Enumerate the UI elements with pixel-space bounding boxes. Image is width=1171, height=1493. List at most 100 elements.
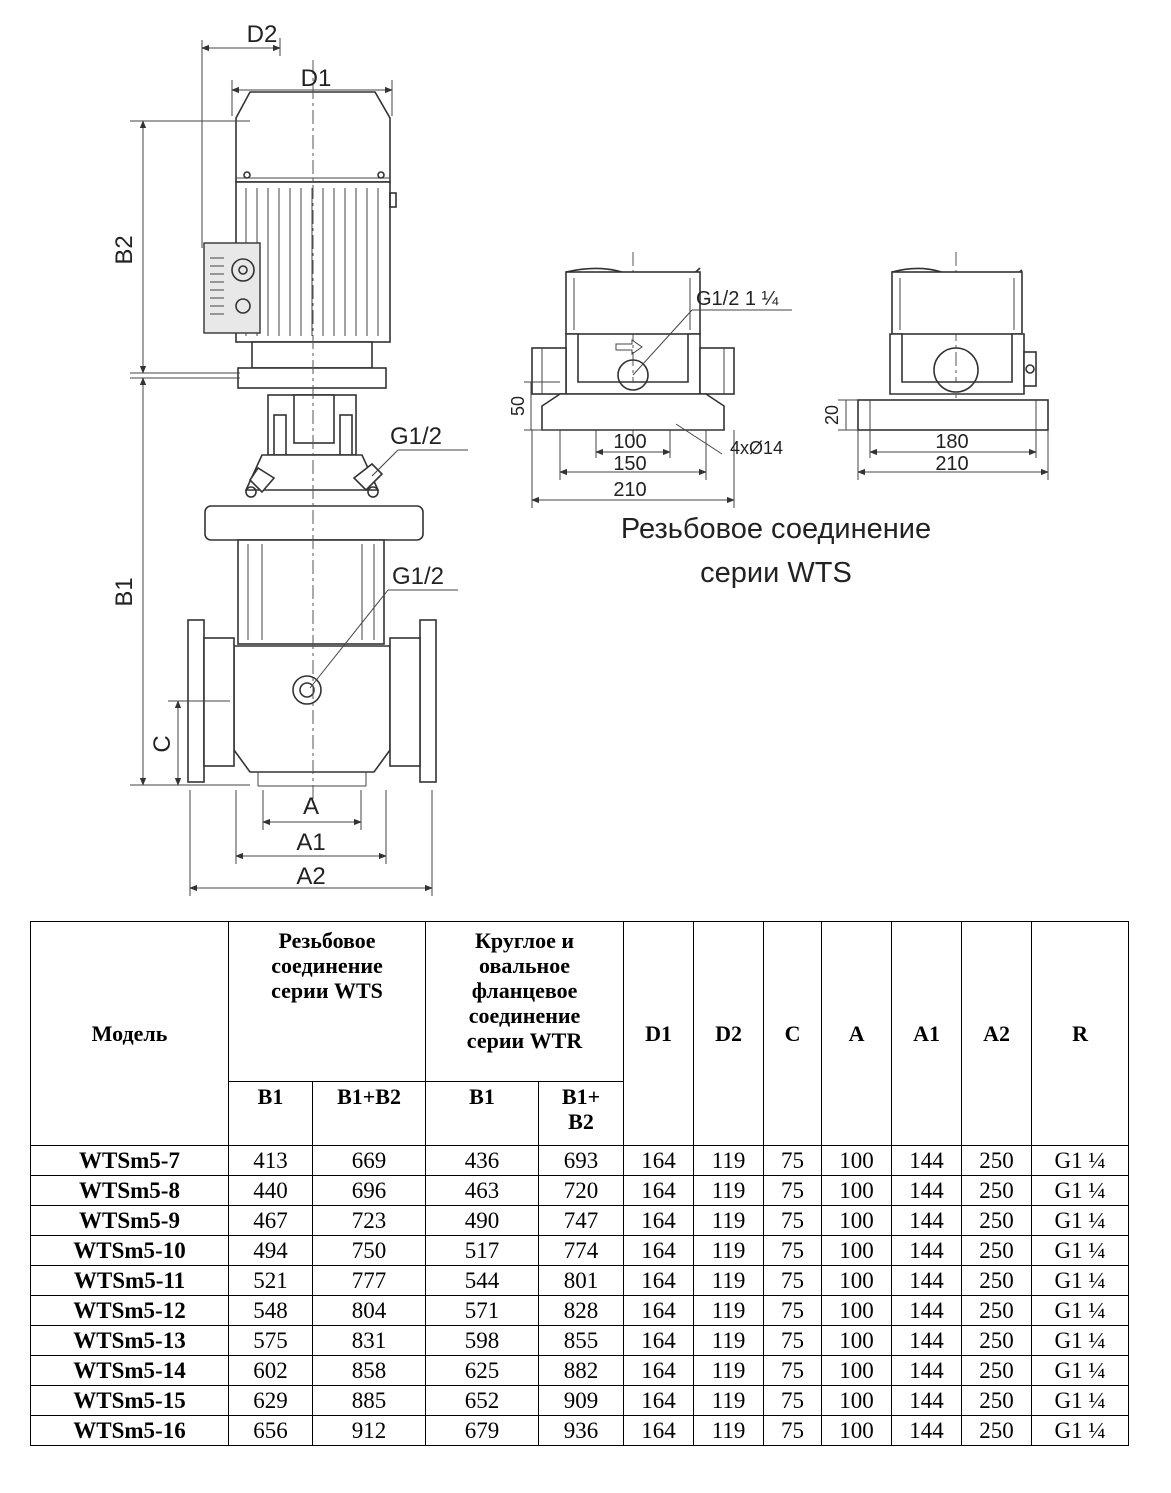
- cell-wts-b1: 467: [228, 1205, 313, 1236]
- cell-wtr-b1b2: 909: [538, 1385, 625, 1416]
- cell-c: 75: [763, 1385, 823, 1416]
- header-wtr-b1b2: B1+ B2: [538, 1081, 625, 1146]
- label-c: C: [149, 735, 176, 752]
- label-height-left: 50: [508, 396, 528, 416]
- cell-r: G1 ¼: [1031, 1325, 1130, 1356]
- caption-line2: серии WTS: [700, 557, 852, 589]
- cell-c: 75: [763, 1265, 823, 1296]
- cell-wtr-b1b2: 882: [538, 1355, 625, 1386]
- cell-r: G1 ¼: [1031, 1205, 1130, 1236]
- cell-d1: 164: [623, 1175, 695, 1206]
- label-port-left: G1/2 1 ¼: [696, 288, 779, 310]
- cell-wtr-b1: 436: [425, 1145, 540, 1176]
- label-a2: A2: [296, 863, 325, 890]
- cell-model: WTSm5-11: [30, 1265, 229, 1296]
- cell-wts-b1b2: 885: [311, 1385, 427, 1416]
- cell-d2: 119: [693, 1205, 765, 1236]
- cell-a: 100: [821, 1295, 893, 1326]
- pump-front-view: [187, 60, 437, 800]
- cell-wts-b1: 656: [228, 1415, 313, 1446]
- cell-wtr-b1: 463: [425, 1175, 540, 1206]
- cell-a: 100: [821, 1265, 893, 1296]
- header-wts-b1b2: B1+B2: [311, 1081, 427, 1146]
- label-a: A: [303, 793, 319, 820]
- cell-model: WTSm5-12: [30, 1295, 229, 1326]
- cell-r: G1 ¼: [1031, 1235, 1130, 1266]
- label-g-top: G1/2: [390, 423, 442, 450]
- cell-wts-b1: 521: [228, 1265, 313, 1296]
- cell-wts-b1b2: 723: [311, 1205, 427, 1236]
- cell-model: WTSm5-8: [30, 1175, 229, 1206]
- cell-a1: 144: [891, 1415, 963, 1446]
- header-c: C: [763, 921, 823, 1146]
- cell-a2: 250: [961, 1385, 1033, 1416]
- cell-wts-b1b2: 858: [311, 1355, 427, 1386]
- cell-wts-b1: 440: [228, 1175, 313, 1206]
- cell-wts-b1: 413: [228, 1145, 313, 1176]
- cell-d1: 164: [623, 1145, 695, 1176]
- label-b1: B1: [111, 577, 138, 606]
- cell-a2: 250: [961, 1295, 1033, 1326]
- cell-d2: 119: [693, 1175, 765, 1206]
- caption-line1: Резьбовое соединение: [621, 513, 931, 545]
- header-wts-group: Резьбовое соединение серии WTS: [227, 921, 427, 1082]
- cell-d2: 119: [693, 1415, 765, 1446]
- header-d2: D2: [693, 921, 765, 1146]
- cell-a1: 144: [891, 1325, 963, 1356]
- header-a: A: [821, 921, 893, 1146]
- cell-wtr-b1: 490: [425, 1205, 540, 1236]
- cell-a1: 144: [891, 1265, 963, 1296]
- cell-a: 100: [821, 1145, 893, 1176]
- cell-a: 100: [821, 1385, 893, 1416]
- cell-d2: 119: [693, 1295, 765, 1326]
- header-a2: A2: [961, 921, 1033, 1146]
- cell-a1: 144: [891, 1145, 963, 1176]
- header-d1: D1: [623, 921, 695, 1146]
- label-d2: D2: [247, 21, 278, 48]
- cell-wts-b1: 629: [228, 1385, 313, 1416]
- cell-a2: 250: [961, 1355, 1033, 1386]
- cell-a: 100: [821, 1235, 893, 1266]
- cell-wtr-b1: 517: [425, 1235, 540, 1266]
- cell-c: 75: [763, 1295, 823, 1326]
- cell-d1: 164: [623, 1235, 695, 1266]
- cell-wtr-b1: 625: [425, 1355, 540, 1386]
- label-height-right: 20: [822, 405, 842, 425]
- label-a1: A1: [296, 829, 325, 856]
- cell-wtr-b1b2: 720: [538, 1175, 625, 1206]
- cell-d2: 119: [693, 1265, 765, 1296]
- cell-a: 100: [821, 1175, 893, 1206]
- label-b2: B2: [111, 235, 138, 264]
- cell-wts-b1b2: 777: [311, 1265, 427, 1296]
- main-dimensions: D2 D1 B2 B1 C A A1 A2: [111, 21, 468, 896]
- cell-wts-b1: 494: [228, 1235, 313, 1266]
- cell-wtr-b1: 598: [425, 1325, 540, 1356]
- cell-wtr-b1b2: 774: [538, 1235, 625, 1266]
- cell-c: 75: [763, 1205, 823, 1236]
- cell-wts-b1: 548: [228, 1295, 313, 1326]
- terminal-box-ribs: [210, 257, 224, 315]
- label-g-mid: G1/2: [392, 563, 444, 590]
- cell-d1: 164: [623, 1205, 695, 1236]
- cell-r: G1 ¼: [1031, 1145, 1130, 1176]
- cell-r: G1 ¼: [1031, 1385, 1130, 1416]
- cell-a2: 250: [961, 1235, 1033, 1266]
- cell-a: 100: [821, 1415, 893, 1446]
- cell-model: WTSm5-13: [30, 1325, 229, 1356]
- header-wtr-group: Круглое и овальное фланцевое соединение …: [425, 921, 625, 1082]
- detail-right-view: 20 180 210: [822, 252, 1049, 480]
- cell-a1: 144: [891, 1355, 963, 1386]
- cell-wtr-b1: 679: [425, 1415, 540, 1446]
- header-wtr-b1: B1: [425, 1081, 540, 1146]
- cell-wts-b1b2: 912: [311, 1415, 427, 1446]
- cell-wts-b1: 575: [228, 1325, 313, 1356]
- label-holes: 4xØ14: [730, 438, 783, 458]
- cell-c: 75: [763, 1235, 823, 1266]
